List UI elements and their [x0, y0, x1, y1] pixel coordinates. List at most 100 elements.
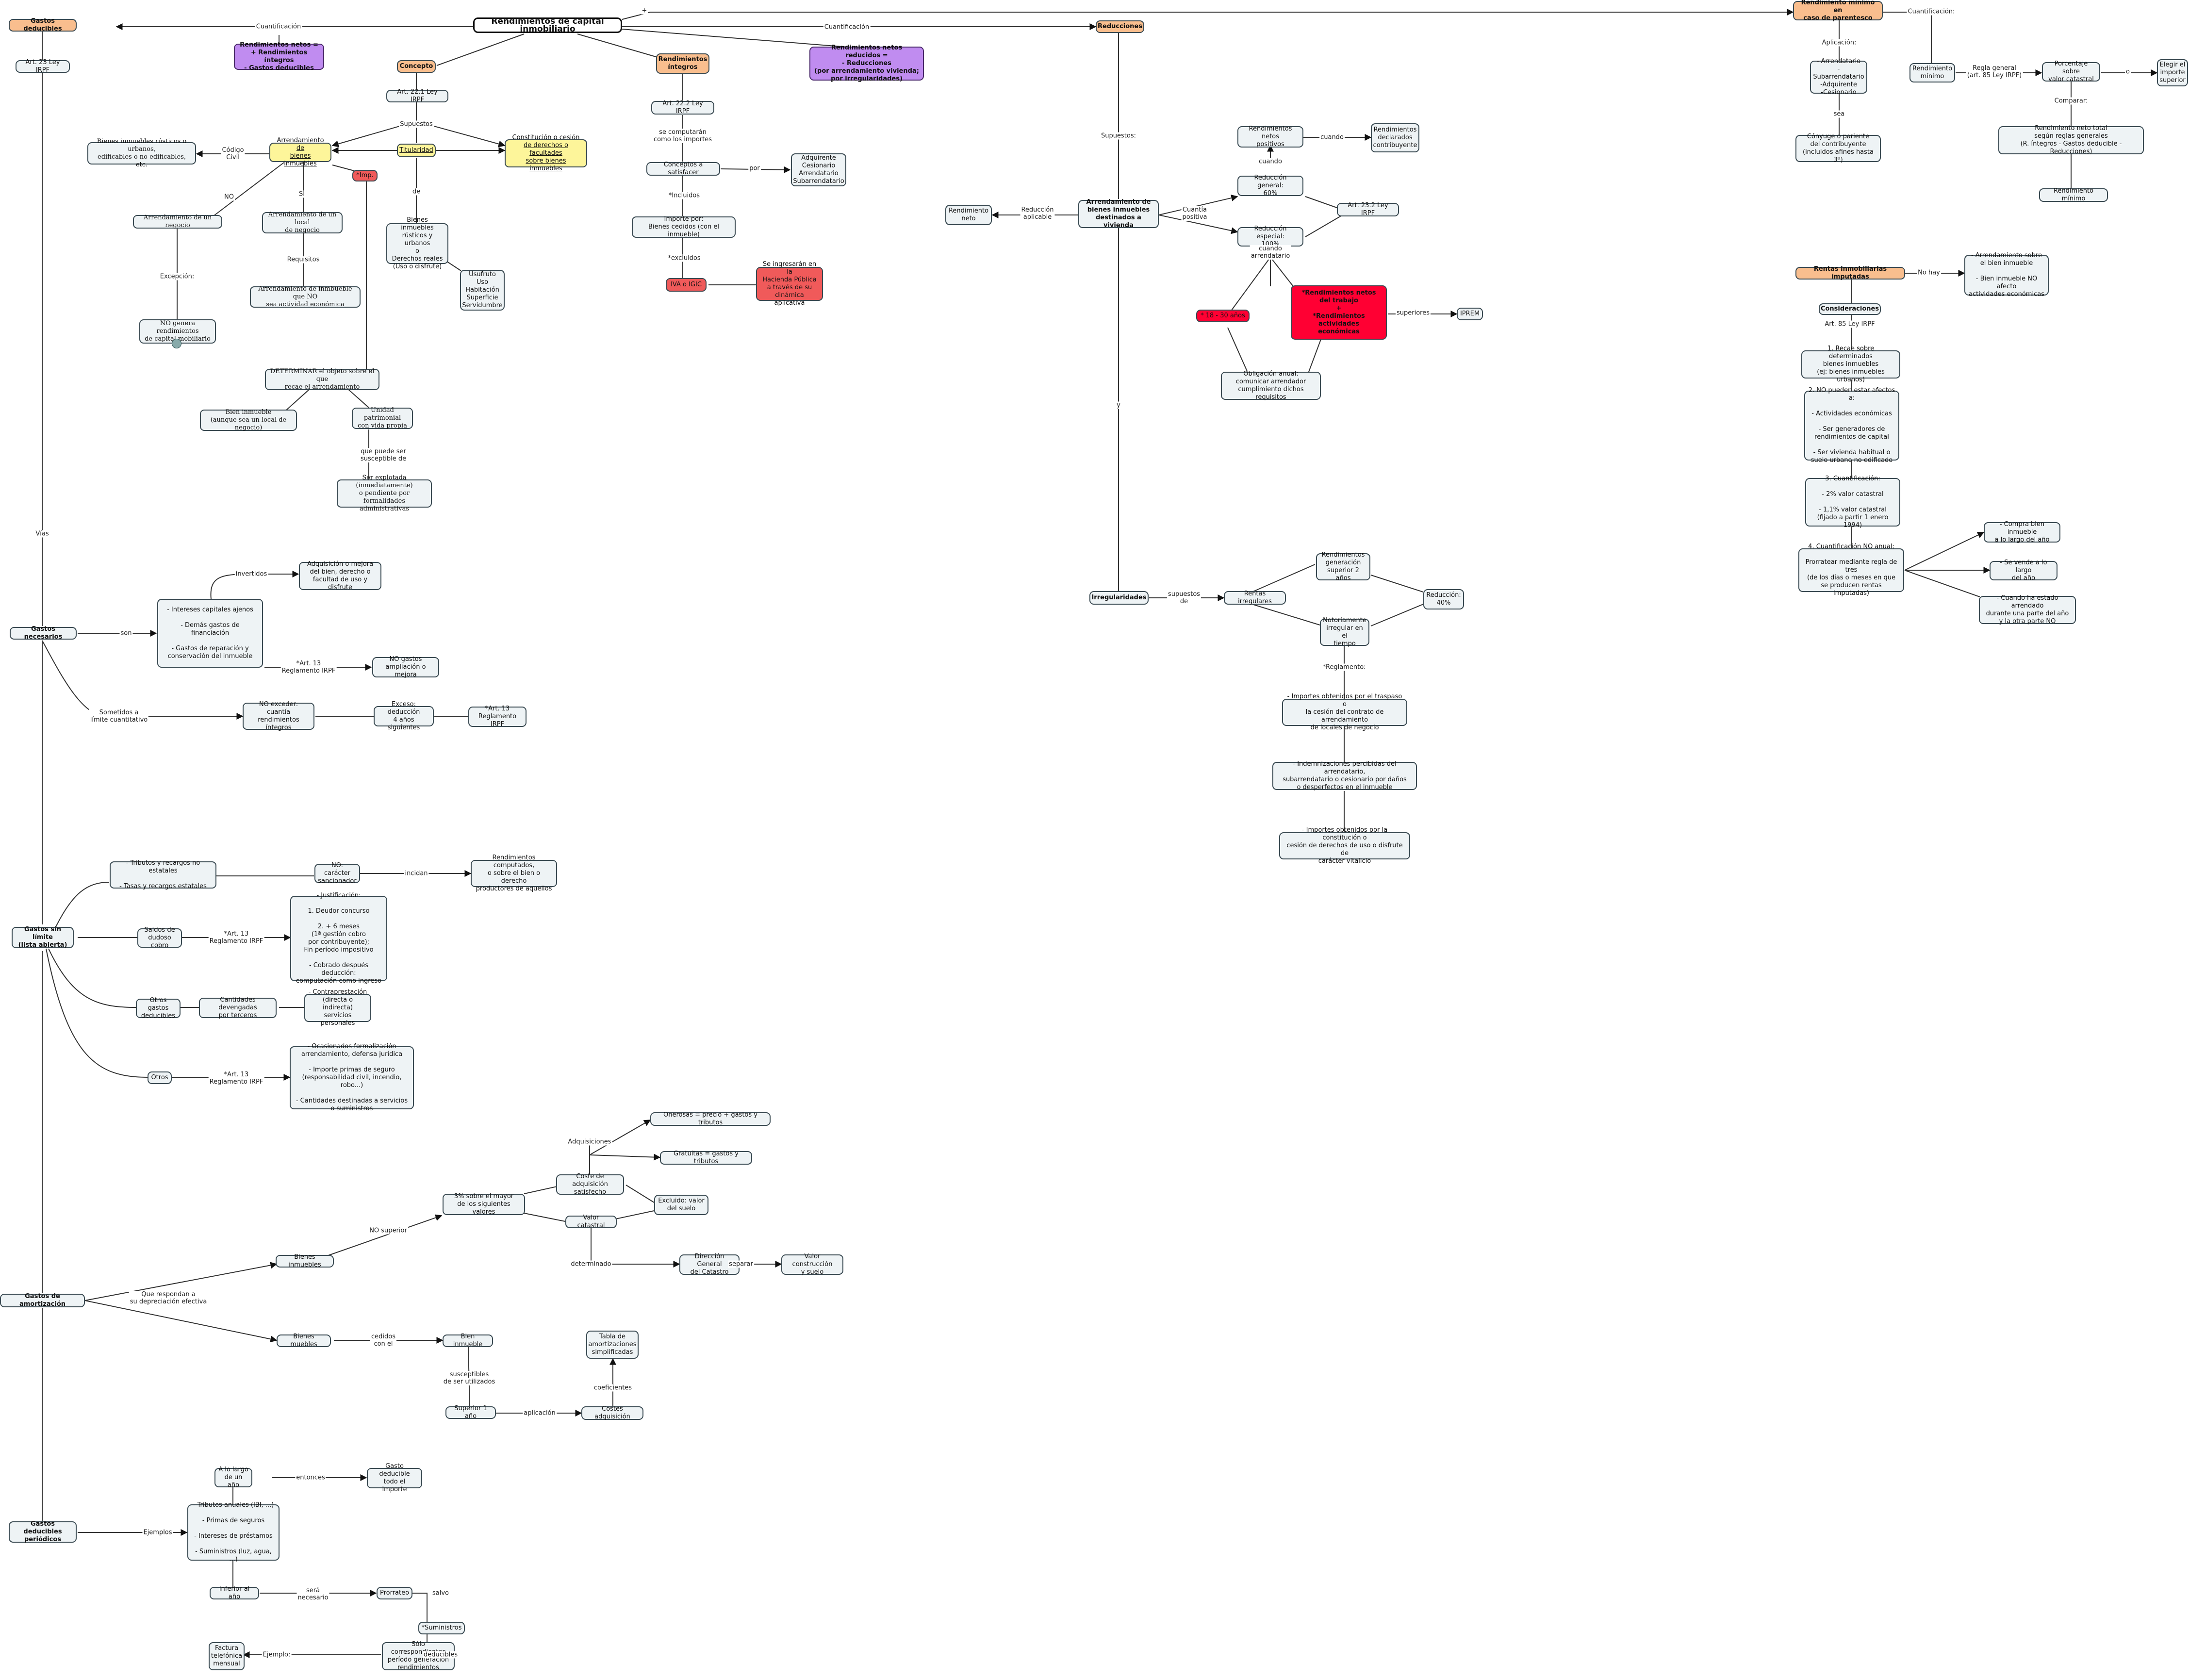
recae-node[interactable]: 1. Recae sobre determinados bienes inmue… [1801, 345, 1900, 383]
excluido-node[interactable]: Excluido: valor del suelo [654, 1195, 708, 1215]
se-ingresaran-node[interactable]: Se ingresarán en la Hacienda Pública a t… [756, 261, 823, 307]
rend-generacion-node[interactable]: Rendimientos generación superior 2 años [1316, 551, 1370, 582]
adquirente-node[interactable]: Adquirente Cesionario Arrendatario Subar… [791, 153, 846, 186]
costes-adquisicion-node[interactable]: Costes adquisición [581, 1405, 643, 1420]
unidad-patrimonial-node[interactable]: Unidad patrimonial con vida propia [352, 407, 413, 429]
adquisicion-mejora-node[interactable]: Adquisición o mejora del bien, derecho o… [299, 560, 381, 591]
coste-adquisicion-node[interactable]: Coste de adquisición satisfecho [556, 1173, 624, 1196]
arrendatarios-node[interactable]: - Arrendatario -Subarrendatario -Adquire… [1810, 58, 1867, 96]
rend-netos-pos-node[interactable]: Rendimientos netos positivos [1237, 125, 1303, 148]
rend-integros-node[interactable]: Rendimientos íntegros [656, 53, 709, 74]
bien-inmueble-node[interactable]: Bien inmueble (aunque sea un local de ne… [200, 409, 297, 431]
rend-minimo-node[interactable]: Rendimiento mínimo [1909, 63, 1955, 82]
contraprestacion-node[interactable]: - Contraprestación (directa o indirecta)… [304, 988, 371, 1027]
indemnizaciones-node[interactable]: - Indemnizaciones percibidas del arrenda… [1272, 760, 1417, 791]
bien-inmueble2-node[interactable]: Bien inmueble [443, 1333, 493, 1348]
exceso-node[interactable]: Exceso: deducción 4 años siguientes [374, 701, 434, 731]
rend-reducidos-node[interactable]: Rendimientos netos reducidos = - Reducci… [809, 44, 924, 82]
tres-pct-node[interactable]: 3% sobre el mayor de los siguientes valo… [443, 1193, 525, 1216]
no-afectos-node[interactable]: 2. NO pueden estar afectos a: - Activida… [1804, 387, 1899, 464]
constitucion-node[interactable]: Constitución o cesión de derechos o facu… [505, 134, 587, 172]
arr-local-node[interactable]: Arrendamiento de un local de negocio [262, 211, 343, 234]
determinar-node[interactable]: DETERMINAR el objeto sobre el que recae … [265, 368, 379, 391]
a-lo-largo-node[interactable]: A lo largo de un año [214, 1466, 252, 1489]
tributos-node[interactable]: - Tributos y recargos no estatales - Tas… [110, 859, 216, 890]
importe-bienes-node[interactable]: Importe por: Bienes cedidos (con el inmu… [632, 215, 736, 238]
art22-2-node[interactable]: Art. 22.2 Ley IRPF [651, 100, 714, 115]
factura-node[interactable]: Factura telefónica mensual [209, 1642, 245, 1670]
rend-declarados-node[interactable]: Rendimientos declarados contribuyente [1371, 123, 1419, 152]
ser-explotada-node[interactable]: Ser explotada (inmediatamente) o pendien… [337, 474, 432, 512]
arrendamiento-vivienda-node[interactable]: Arrendamiento de bienes inmuebles destin… [1078, 198, 1159, 229]
otros-gastos-node[interactable]: Otros gastos deducibles [136, 997, 181, 1020]
inferior-ano-node[interactable]: Inferior al año [210, 1585, 259, 1600]
rendimiento-neto-node[interactable]: Rendimiento neto [945, 205, 992, 225]
art22-1-node[interactable]: Art. 22.1 Ley IRPF [386, 88, 448, 103]
bienes-muebles-node[interactable]: Bienes muebles [277, 1333, 331, 1348]
minimo-parentesco-node[interactable]: Rendimiento mínimo en caso de parentesco [1793, 0, 1883, 22]
arr-sobre-node[interactable]: - Arrendamiento sobre el bien inmueble -… [1964, 252, 2049, 298]
rend-computados-node[interactable]: Rendimientos computados, o sobre el bien… [471, 854, 557, 892]
arr-negocio-node[interactable]: Arrendamiento de un negocio [133, 214, 222, 229]
reduccion-general-node[interactable]: Reducción general: 60% [1237, 174, 1303, 197]
reduccion40-node[interactable]: Reducción: 40% [1423, 589, 1464, 609]
gastos-deducibles-node[interactable]: Gastos deducibles [9, 17, 77, 33]
usufructo-node[interactable]: Usufruto Uso Habitación Superficie Servi… [460, 270, 505, 311]
iprem-node[interactable]: IPREM [1457, 308, 1483, 320]
no-gastos-node[interactable]: NO gastos ampliación o mejora [372, 656, 439, 678]
bienes-inmuebles-node[interactable]: Bienes inmuebles [276, 1253, 334, 1268]
arr-inmueble-nodestino-node[interactable]: Arrendamiento de inmbueble que NO sea ac… [250, 285, 361, 308]
concepto-node[interactable]: Concepto [397, 60, 436, 73]
no-genera-node[interactable]: NO genera rendimientos de capital mobili… [139, 319, 216, 344]
porcentaje-catastral-node[interactable]: Porcentaje sobre valor catastral [2042, 60, 2100, 83]
cuant-no-anual-node[interactable]: 4. Cuantificación NO anual: Prorratear m… [1798, 543, 1904, 597]
notoriamente-node[interactable]: Notoriamente irregular en el tiempo [1320, 617, 1369, 647]
valor-construccion-node[interactable]: Valor construcción y suelo [781, 1253, 843, 1276]
imp-node[interactable]: *Imp. [352, 170, 378, 181]
intereses-node[interactable]: - Intereses capitales ajenos - Demás gas… [157, 599, 263, 668]
rend-neto-total-node[interactable]: Rendimiento neto total según reglas gene… [1998, 125, 2144, 155]
direccion-catastro-node[interactable]: Dirección General del Catastro [679, 1253, 740, 1276]
reducciones-node[interactable]: Reducciones [1096, 20, 1144, 33]
arrendamiento-bienes-node[interactable]: Arrendamiento de bienes inmuebles [269, 137, 331, 167]
rend-minimo2-node[interactable]: Rendimiento mínimo [2039, 187, 2108, 202]
otros-node[interactable]: Otros [148, 1071, 172, 1084]
suministros-node[interactable]: *Suministros [418, 1622, 465, 1634]
consideraciones-node[interactable]: Consideraciones [1819, 303, 1881, 315]
gratuitas-node[interactable]: Gratuitas = gastos y tributos [660, 1150, 752, 1165]
bienes-rust-urb-node[interactable]: Bienes inmuebles rústicos y urbanos o De… [386, 216, 448, 270]
compra-node[interactable]: - Compra bien inmueble a lo largo del añ… [1984, 521, 2060, 544]
importes-constitucion-node[interactable]: - Importes obtenidos por la constitución… [1279, 826, 1410, 865]
art13-a-node[interactable]: *Art. 13 Reglamento IRPF [468, 705, 527, 728]
tributos-anuales-node[interactable]: - Tributos anuales (IBI, ...) - Primas d… [187, 1501, 280, 1563]
obligacion-node[interactable]: Obligación anual: comunicar arrendador c… [1221, 370, 1321, 401]
elegir-node[interactable]: Elegir el importe superior [2157, 59, 2188, 86]
gastos-sin-limite-node[interactable]: Gastos sin límite (lista abierta) [12, 926, 74, 949]
ocasionados-node[interactable]: - Ocasionados formalización arrendamient… [290, 1043, 414, 1112]
conyuge-node[interactable]: Cónyuge o pariente del contribuyente (in… [1795, 133, 1881, 164]
art23-2-node[interactable]: Art. 23.2 Ley IRPF [1337, 202, 1399, 217]
cuando-estado-node[interactable]: - Cuando ha estado arrendado durante una… [1979, 594, 2076, 625]
onerosas-node[interactable]: Onerosas = precio + gastos y tributos [650, 1111, 771, 1126]
rend-netos-node[interactable]: Rendimientos netos = + Rendimientos ínte… [234, 41, 324, 72]
gastos-amortizacion-node[interactable]: Gastos de amortización [0, 1293, 85, 1308]
valor-catastral-node[interactable]: Valor catastral [565, 1214, 617, 1229]
cuantificacion-node[interactable]: 3. Cuantificación: - 2% valor catastral … [1805, 475, 1900, 529]
gastos-necesarios-node[interactable]: Gastos necesarios [10, 626, 77, 641]
cantidades-node[interactable]: Cantidades devengadas por terceros [199, 996, 277, 1019]
iva-node[interactable]: IVA o IGIC [666, 278, 707, 292]
saldos-node[interactable]: Saldos de dudoso cobro [137, 926, 182, 949]
root-topic[interactable]: Rendimientos de capital inmobiliario [473, 17, 622, 33]
gastos-periodicos-node[interactable]: Gastos deducibles periódicos [9, 1520, 77, 1543]
edad-node[interactable]: * 18 - 30 años [1196, 310, 1250, 322]
no-genera-attachment-icon[interactable] [172, 339, 181, 348]
tabla-node[interactable]: Tabla de amortizaciones simplificadas [586, 1331, 639, 1359]
se-vende-node[interactable]: - Se vende a lo largo del año [1990, 559, 2057, 582]
rentas-irregulares-node[interactable]: Rentas irregulares [1224, 590, 1286, 605]
importes-traspaso-node[interactable]: - Importes obtenidos por el traspaso o l… [1282, 693, 1407, 731]
no-caracter-node[interactable]: NO: carácter sancionador [314, 862, 360, 885]
irregularidades-node[interactable]: Irregularidades [1089, 591, 1149, 605]
rentas-imputadas-node[interactable]: Rentas inmobiliarias imputadas [1795, 265, 1905, 280]
superior-ano-node[interactable]: Superior 1 año [445, 1405, 496, 1420]
art23-node[interactable]: Art. 23 Ley IRPF [16, 59, 70, 74]
